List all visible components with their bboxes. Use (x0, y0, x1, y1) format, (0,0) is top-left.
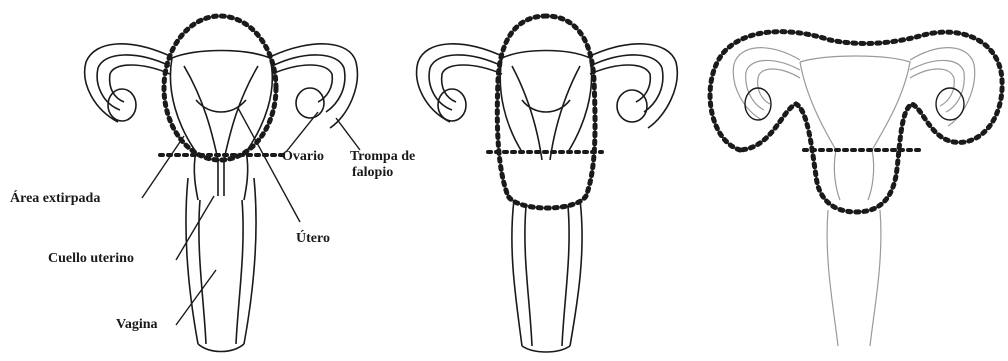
uterus-figure-2 (417, 16, 678, 352)
label-cuello-uterino: Cuello uterino (48, 252, 134, 266)
label-trompa-line1: Trompa de (350, 150, 415, 164)
leader-cuello-uterino (176, 196, 214, 260)
right-ovary (296, 88, 324, 118)
removed-area-outline-3 (710, 32, 1002, 212)
label-vagina: Vagina (116, 318, 158, 332)
leader-ovario (286, 112, 318, 152)
left-ovary-3 (745, 88, 771, 120)
label-trompa-line2: falopio (352, 166, 393, 180)
label-ovario: Ovario (282, 150, 324, 164)
leader-vagina (176, 270, 216, 325)
leader-area-extirpada (142, 136, 184, 198)
label-area-extirpada: Área extirpada (10, 192, 100, 206)
right-ovary-3 (936, 88, 964, 120)
uterus-figure-1 (85, 16, 358, 352)
leader-trompa (336, 118, 360, 150)
removed-area-outline-1 (164, 16, 276, 160)
uterus-figure-3 (710, 32, 1002, 346)
right-ovary-2 (617, 90, 647, 122)
label-utero: Útero (296, 232, 330, 246)
